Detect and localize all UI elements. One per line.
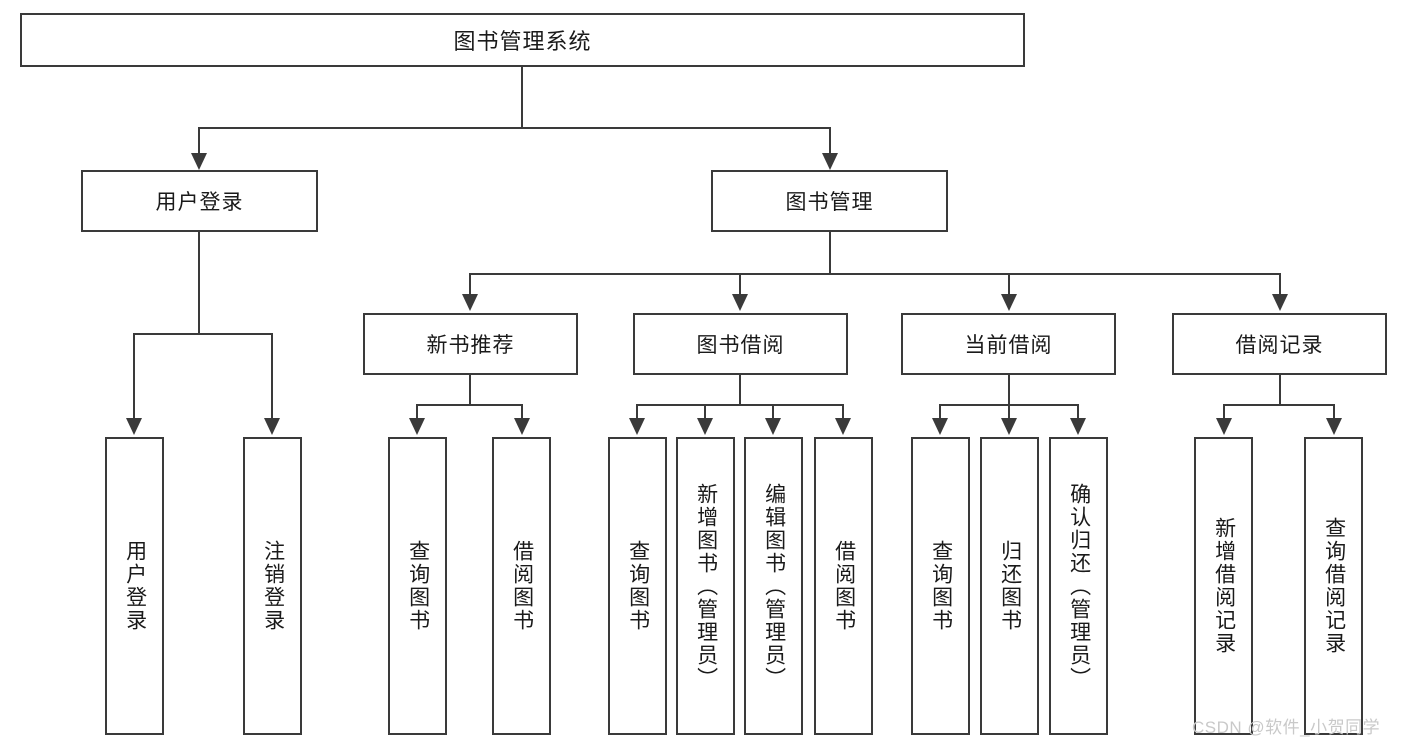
leaf-label: 用户登录 — [123, 540, 147, 632]
edge-new-book-l1 — [416, 404, 418, 419]
leaf-record-query[interactable]: 查询借阅记录 — [1304, 437, 1363, 735]
leaf-current-confirm-return[interactable]: 确认归还（管理员） — [1049, 437, 1108, 735]
edge-root-stem — [521, 67, 523, 128]
arrow-book-borrow-l3 — [765, 418, 781, 435]
edge-book-mgmt-c1 — [469, 273, 471, 296]
node-borrow-record[interactable]: 借阅记录 — [1172, 313, 1387, 375]
edge-current-borrow-l3 — [1077, 404, 1079, 419]
leaf-label: 借阅图书 — [832, 540, 856, 632]
edge-user-login-leaf2 — [271, 333, 273, 420]
edge-borrow-record-l1 — [1223, 404, 1225, 419]
edge-new-book-stem — [469, 375, 471, 405]
node-root-system[interactable]: 图书管理系统 — [20, 13, 1025, 67]
arrow-to-user-login — [191, 153, 207, 170]
leaf-label: 新增图书（管理员） — [694, 482, 718, 690]
leaf-record-add[interactable]: 新增借阅记录 — [1194, 437, 1253, 735]
node-user-login[interactable]: 用户登录 — [81, 170, 318, 232]
arrow-book-borrow-l4 — [835, 418, 851, 435]
arrow-current-borrow-l2 — [1001, 418, 1017, 435]
arrow-to-book-mgmt — [822, 153, 838, 170]
leaf-label: 新增借阅记录 — [1212, 517, 1236, 655]
node-book-borrow[interactable]: 图书借阅 — [633, 313, 848, 375]
edge-root-to-book-mgmt — [829, 127, 831, 155]
edge-book-mgmt-c2 — [739, 273, 741, 296]
csdn-watermark: CSDN @软件_小贺同学 — [1192, 718, 1381, 737]
edge-current-borrow-l2 — [1008, 404, 1010, 419]
leaf-new-book-query[interactable]: 查询图书 — [388, 437, 447, 735]
leaf-current-return-book[interactable]: 归还图书 — [980, 437, 1039, 735]
leaf-label: 归还图书 — [998, 540, 1022, 632]
leaf-user-login-signin[interactable]: 用户登录 — [105, 437, 164, 735]
arrow-to-new-book — [462, 294, 478, 311]
edge-borrow-record-l2 — [1333, 404, 1335, 419]
arrow-current-borrow-l1 — [932, 418, 948, 435]
arrow-to-current-borrow — [1001, 294, 1017, 311]
arrow-user-login-leaf1 — [126, 418, 142, 435]
edge-book-borrow-l3 — [772, 404, 774, 419]
leaf-label: 借阅图书 — [510, 540, 534, 632]
leaf-label: 确认归还（管理员） — [1067, 482, 1091, 690]
edge-book-borrow-l1 — [636, 404, 638, 419]
leaf-new-book-borrow[interactable]: 借阅图书 — [492, 437, 551, 735]
edge-book-borrow-l2 — [704, 404, 706, 419]
edge-current-borrow-l1 — [939, 404, 941, 419]
arrow-book-borrow-l2 — [697, 418, 713, 435]
leaf-label: 注销登录 — [261, 540, 285, 632]
edge-user-login-bar — [134, 333, 272, 335]
edge-root-bar — [199, 127, 831, 129]
leaf-borrow-edit-book[interactable]: 编辑图书（管理员） — [744, 437, 803, 735]
edge-root-to-user-login — [198, 127, 200, 155]
leaf-label: 查询图书 — [626, 540, 650, 632]
edge-current-borrow-stem — [1008, 375, 1010, 405]
edge-user-login-leaf1 — [133, 333, 135, 420]
arrow-borrow-record-l2 — [1326, 418, 1342, 435]
node-new-book-recommend[interactable]: 新书推荐 — [363, 313, 578, 375]
leaf-label: 编辑图书（管理员） — [762, 482, 786, 690]
arrow-book-borrow-l1 — [629, 418, 645, 435]
edge-borrow-record-bar — [1224, 404, 1334, 406]
edge-user-login-stem — [198, 232, 200, 334]
arrow-new-book-l1 — [409, 418, 425, 435]
leaf-label: 查询借阅记录 — [1322, 517, 1346, 655]
node-book-management[interactable]: 图书管理 — [711, 170, 948, 232]
edge-new-book-bar — [417, 404, 522, 406]
leaf-label: 查询图书 — [406, 540, 430, 632]
leaf-current-query-book[interactable]: 查询图书 — [911, 437, 970, 735]
edge-book-mgmt-c3 — [1008, 273, 1010, 296]
leaf-borrow-add-book[interactable]: 新增图书（管理员） — [676, 437, 735, 735]
edge-book-borrow-l4 — [842, 404, 844, 419]
leaf-borrow-query-book[interactable]: 查询图书 — [608, 437, 667, 735]
edge-book-mgmt-bar — [470, 273, 1281, 275]
edge-book-borrow-bar — [637, 404, 843, 406]
arrow-new-book-l2 — [514, 418, 530, 435]
edge-borrow-record-stem — [1279, 375, 1281, 405]
leaf-user-login-signout[interactable]: 注销登录 — [243, 437, 302, 735]
edge-book-mgmt-stem — [829, 232, 831, 274]
arrow-borrow-record-l1 — [1216, 418, 1232, 435]
leaf-borrow-borrow-book[interactable]: 借阅图书 — [814, 437, 873, 735]
node-current-borrow[interactable]: 当前借阅 — [901, 313, 1116, 375]
arrow-to-borrow-record — [1272, 294, 1288, 311]
arrow-to-book-borrow — [732, 294, 748, 311]
arrow-user-login-leaf2 — [264, 418, 280, 435]
edge-new-book-l2 — [521, 404, 523, 419]
leaf-label: 查询图书 — [929, 540, 953, 632]
edge-book-borrow-stem — [739, 375, 741, 405]
edge-book-mgmt-c4 — [1279, 273, 1281, 296]
arrow-current-borrow-l3 — [1070, 418, 1086, 435]
